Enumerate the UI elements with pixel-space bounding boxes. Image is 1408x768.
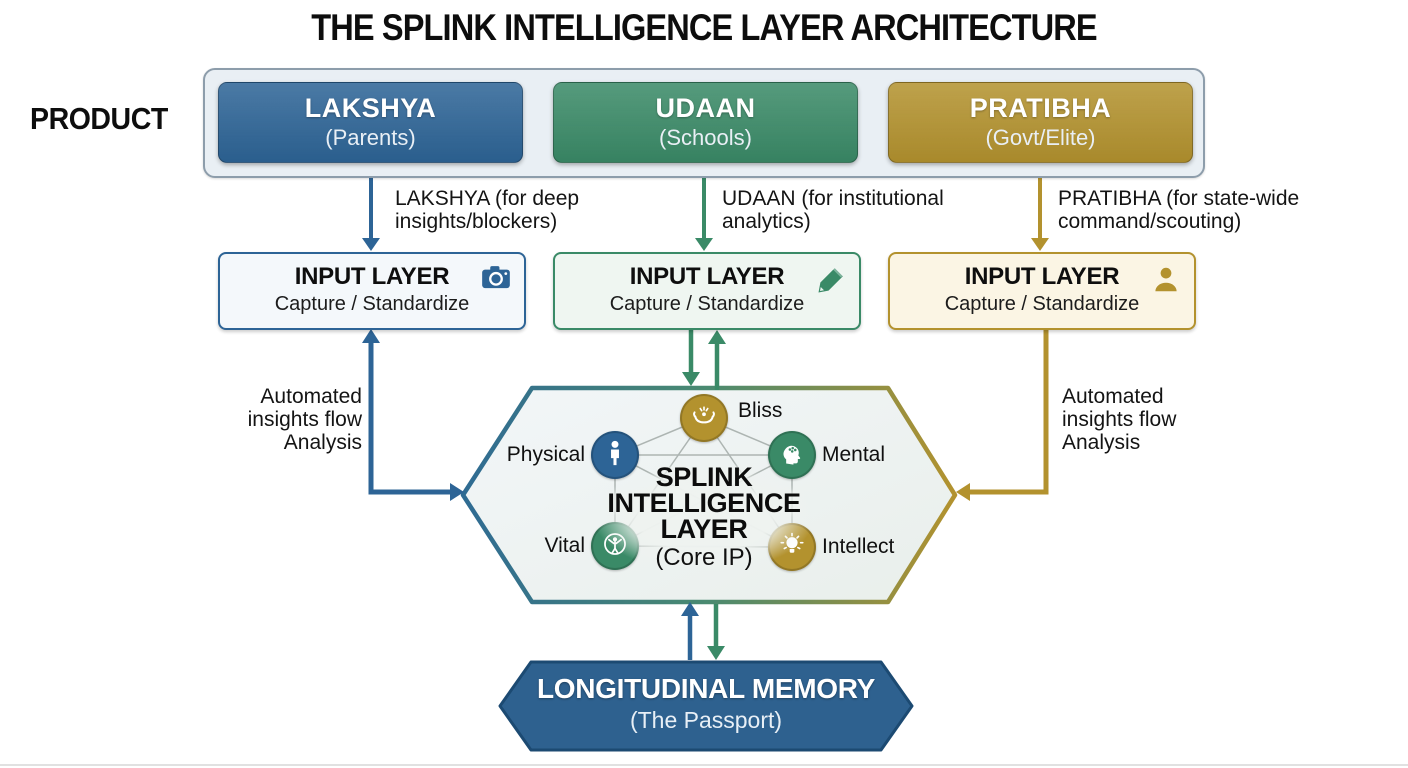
arrow-pratibha-to-input <box>1031 176 1049 251</box>
arrow-left-insights-elbow <box>362 329 464 501</box>
memory-hexagon <box>498 660 914 752</box>
arrow-udaan-to-input <box>695 176 713 251</box>
arrow-input-to-core-down <box>682 326 700 386</box>
arrow-memory-to-core-up <box>681 602 699 660</box>
arrow-core-to-input-up <box>708 330 726 390</box>
arrow-core-to-memory-down <box>707 604 725 660</box>
arrow-right-insights-elbow <box>956 327 1049 501</box>
arrow-lakshya-to-input <box>362 176 380 251</box>
